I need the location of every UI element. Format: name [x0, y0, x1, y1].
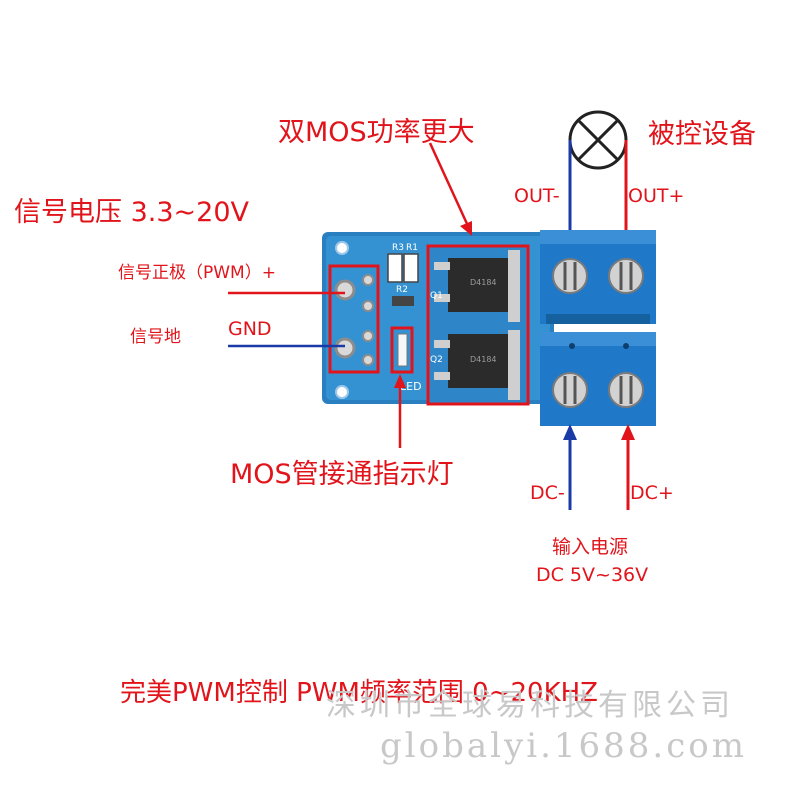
signal-ground-label: 信号地: [130, 327, 181, 347]
out-minus-label: OUT-: [514, 185, 560, 207]
watermark-company: 深圳市全球易科技有限公司: [326, 688, 734, 723]
signal-header: [328, 264, 380, 374]
input-power-label: 输入电源: [552, 536, 629, 558]
dual-mos-label: 双MOS功率更大: [278, 117, 475, 148]
signal-positive-label: 信号正极（PWM）+: [118, 263, 276, 283]
mosfet-highlight: [426, 244, 530, 406]
silk-r2: R2: [396, 285, 408, 295]
mosfet-q2-marking: D4184: [470, 355, 497, 364]
silk-q2: Q2: [430, 355, 443, 365]
dc-minus-arrow: [563, 424, 577, 510]
silk-r3: R3: [392, 243, 404, 253]
output-terminal: [540, 230, 656, 324]
gnd-label: GND: [228, 318, 272, 340]
bottom-caption: 完美PWM控制 PWM频率范围 0~20KHZ: [120, 678, 598, 708]
mos-indicator-label: MOS管接通指示灯: [230, 459, 454, 490]
lamp-icon: [568, 110, 628, 170]
dc-plus-arrow: [621, 424, 635, 510]
led-indicator: [390, 326, 414, 374]
watermark-url: globalyi.1688.com: [380, 726, 747, 766]
dual-mos-arrow: [428, 142, 472, 236]
signal-voltage-label: 信号电压 3.3~20V: [14, 197, 249, 228]
dc-plus-label: DC+: [630, 482, 674, 504]
mosfet-q1: [428, 246, 526, 326]
silk-led: LED: [400, 380, 422, 393]
silk-r1: R1: [406, 243, 418, 253]
mosfet-q1-marking: D4184: [470, 278, 497, 287]
input-voltage-label: DC 5V~36V: [536, 564, 649, 586]
resistors: [387, 253, 419, 306]
out-plus-label: OUT+: [628, 185, 685, 207]
input-terminal: [540, 332, 656, 426]
dc-minus-label: DC-: [530, 482, 565, 504]
led-arrow: [394, 374, 406, 448]
controlled-device-label: 被控设备: [648, 119, 756, 150]
mosfet-q2: [428, 326, 526, 404]
silk-q1: Q1: [430, 291, 443, 301]
